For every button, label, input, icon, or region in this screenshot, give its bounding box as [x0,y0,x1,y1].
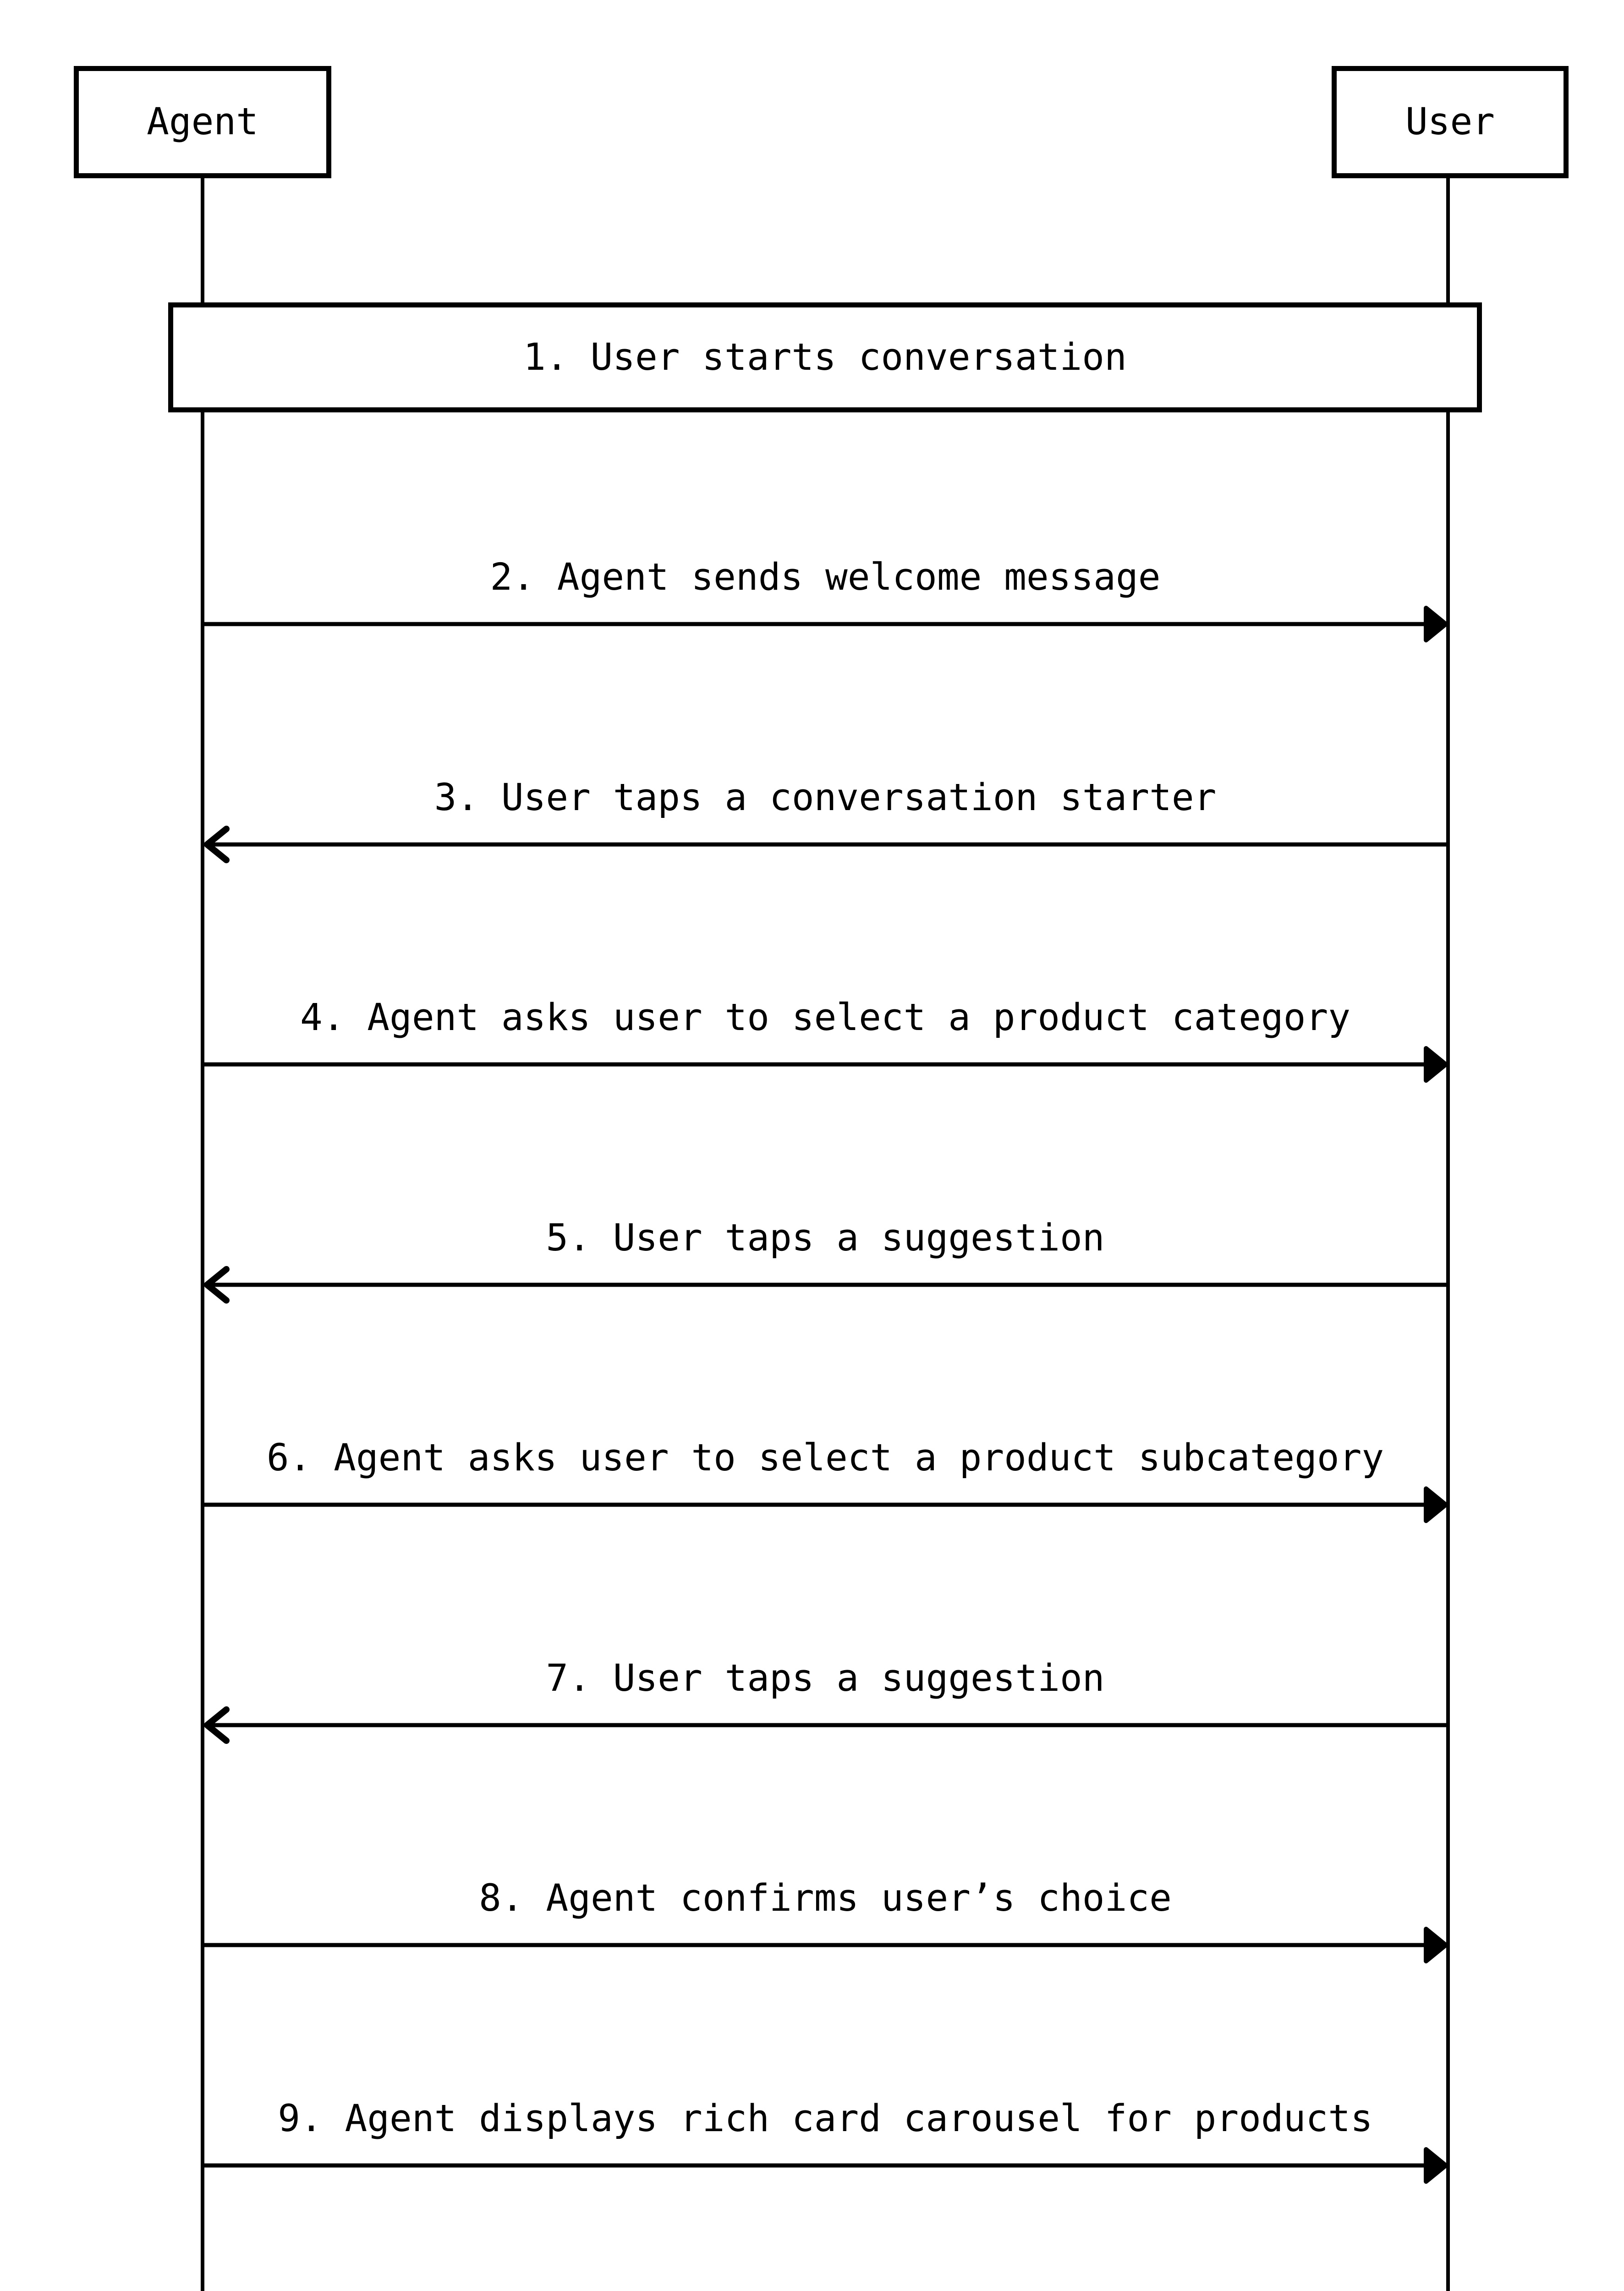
message-label: 2. Agent sends welcome message [490,556,1161,599]
message-label: 8. Agent confirms user’s choice [479,1877,1172,1920]
message-label: 7. User taps a suggestion [546,1657,1105,1700]
message-arrow-right [204,2147,1448,2184]
message-arrow-left [204,1266,1446,1304]
message-arrow-left [204,826,1446,863]
lifeline-agent [201,178,204,2291]
message-arrow-left [204,1706,1446,1744]
message-label: 6. Agent asks user to select a product s… [266,1436,1384,1480]
message-arrow-right [204,606,1448,642]
note-banner: 1. User starts conversation [168,302,1482,412]
message-arrow-right [204,1927,1448,1963]
actor-box-user-top: User [1332,66,1569,178]
message-arrow-right [204,1046,1448,1083]
lifeline-user [1446,178,1450,2291]
message-arrow-right [204,1486,1448,1523]
message-label: 3. User taps a conversation starter [434,776,1217,819]
message-label: 4. Agent asks user to select a product c… [300,996,1350,1039]
note-text: 1. User starts conversation [523,335,1127,379]
message-label: 5. User taps a suggestion [546,1217,1105,1260]
message-label: 9. Agent displays rich card carousel for… [278,2097,1373,2140]
actor-box-agent-top: Agent [74,66,331,178]
actor-label-user: User [1405,100,1495,143]
actor-label-agent: Agent [147,100,258,143]
